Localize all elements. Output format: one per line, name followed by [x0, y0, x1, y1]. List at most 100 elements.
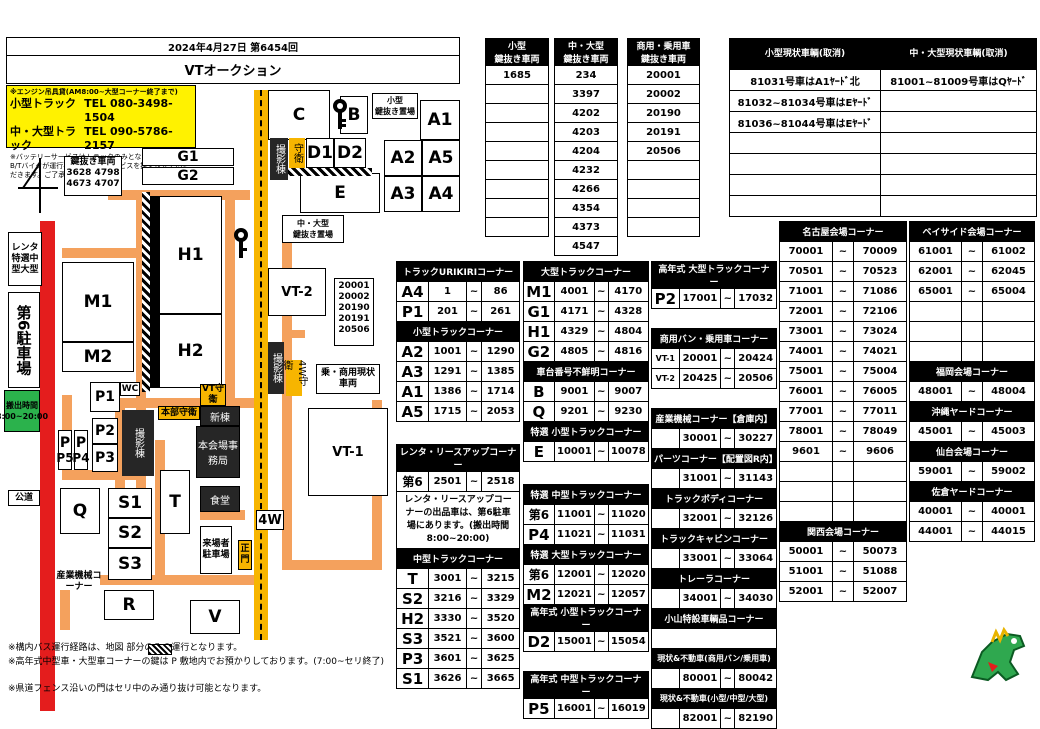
status-header-small: 小型現状車輌(取消): [729, 38, 881, 70]
row-location: P4: [523, 524, 555, 545]
row-to: 62045: [981, 261, 1036, 282]
status-cell: 81031号車はA1ﾔｰﾄﾞ北: [729, 69, 881, 91]
area-D2: D2: [334, 138, 366, 168]
row-location: A3: [395, 361, 430, 382]
row-from: 4805: [553, 341, 596, 362]
row-from: 51001: [779, 561, 833, 582]
section-title: 小型トラックコーナー: [396, 321, 520, 342]
row-to: 78049: [853, 421, 907, 442]
row-sep: ~: [832, 441, 854, 462]
row-location: P3: [395, 648, 430, 669]
row-to: 2518: [481, 471, 520, 492]
row-to: 12057: [607, 584, 650, 605]
row-location: [651, 508, 680, 529]
row-location: S3: [395, 628, 430, 649]
rental-special: レンタ特選中型大型: [8, 232, 42, 286]
section-title: 特選 小型トラックコーナー: [523, 421, 649, 442]
row-from: 31001: [678, 468, 722, 489]
row-to: 15054: [607, 631, 650, 652]
row-sep: ~: [594, 321, 609, 342]
area-S3: S3: [108, 548, 152, 580]
section-title: 関西会場コーナー: [779, 521, 907, 542]
row-sep: ~: [960, 381, 983, 402]
section-title: トラックURIKIRIコーナー: [396, 261, 520, 282]
row-to: 2053: [481, 401, 520, 422]
key-vehicles-title: 鍵抜き車両: [70, 157, 116, 167]
key-cell: 20001: [627, 65, 700, 85]
row-to: 45003: [981, 421, 1036, 442]
photo-building-1: 撮影棟: [270, 138, 288, 180]
contact-note: ※エンジン吊具貸(AM8:00~大型コーナー終了まで): [10, 88, 178, 96]
row-to: 75004: [853, 361, 907, 382]
row-location: 第6: [523, 504, 555, 525]
key-header-mid: 中・大型 鍵抜き車両: [554, 38, 618, 66]
contact-box: ※エンジン吊具貸(AM8:00~大型コーナー終了まで) 小型トラック TEL 0…: [6, 85, 196, 179]
area-H1: H1: [150, 196, 222, 314]
key-cell: 20191: [627, 122, 700, 142]
row-from: 62001: [909, 261, 962, 282]
row-from: 11021: [553, 524, 596, 545]
row-to: 82190: [734, 708, 777, 729]
row-sep: ~: [960, 281, 983, 302]
row-to: 261: [481, 301, 520, 322]
row-sep: ~: [832, 381, 854, 402]
new-building: 新棟: [200, 406, 240, 426]
row-to: 76005: [853, 381, 907, 402]
row-sep: ~: [720, 668, 736, 689]
row-sep: ~: [832, 301, 854, 322]
row-sep: ~: [594, 584, 609, 605]
row-location: A5: [395, 401, 430, 422]
section-title: 商用バン・乗用車コーナー: [651, 328, 777, 349]
area-D1: D1: [306, 138, 334, 168]
row-to: 31143: [734, 468, 777, 489]
row-from: 3001: [428, 568, 467, 589]
status-header-large: 中・大型現状車輌(取消): [880, 38, 1037, 70]
key-vehicles-box: 鍵抜き車両 3628 4798 4673 4707: [64, 156, 122, 196]
row-from: 15001: [553, 631, 596, 652]
row-sep: ~: [465, 588, 483, 609]
row-to: 71086: [853, 281, 907, 302]
vt2-num: 20506: [338, 325, 370, 335]
row-to: 48004: [981, 381, 1036, 402]
section-title: パーツコーナー【配置図R内】: [651, 448, 778, 469]
area-A3: A3: [384, 176, 422, 212]
row-from: 50001: [779, 541, 833, 562]
row-to: 3329: [481, 588, 520, 609]
row-location: M1: [523, 281, 555, 302]
section-title: 特選 大型トラックコーナー: [523, 544, 649, 565]
row-location: D2: [523, 631, 555, 652]
row-to: 73024: [853, 321, 907, 342]
parking-6: 第6駐車場: [8, 292, 40, 388]
row-sep: ~: [594, 301, 609, 322]
row-sep: ~: [594, 564, 609, 585]
row-from: 1: [428, 281, 467, 302]
row-sep: ~: [594, 401, 609, 422]
row-location: [651, 588, 680, 609]
section-title: 福岡会場コーナー: [909, 361, 1035, 382]
row-sep: ~: [720, 708, 736, 729]
key-header-small: 小型 鍵抜き車両: [485, 38, 549, 66]
area-M1: M1: [62, 262, 134, 342]
row-from: 1386: [428, 381, 467, 402]
row-location: [651, 668, 680, 689]
row-from: 71001: [779, 281, 833, 302]
row-to: 50073: [853, 541, 907, 562]
section-title: 大型トラックコーナー: [523, 261, 649, 282]
area-V: V: [190, 600, 240, 634]
section-title: 佐倉ヤードコーナー: [909, 481, 1035, 502]
area-VT1: VT-1: [308, 408, 388, 496]
row-from: 11001: [553, 504, 596, 525]
area-A4: A4: [422, 176, 460, 212]
area-VT2: VT-2: [268, 268, 326, 316]
vt-guard: VT守衛: [200, 384, 226, 406]
row-sep: ~: [465, 361, 483, 382]
row-to: 1385: [481, 361, 520, 382]
row-from: 48001: [909, 381, 962, 402]
section-title: トレーラコーナー: [651, 568, 777, 589]
area-P3: P3: [92, 444, 118, 472]
row-sep: ~: [832, 361, 854, 382]
photo-building-3: 撮影棟: [122, 410, 154, 476]
row-to: 61002: [981, 241, 1036, 262]
small-truck-label: 小型トラック: [10, 97, 76, 110]
